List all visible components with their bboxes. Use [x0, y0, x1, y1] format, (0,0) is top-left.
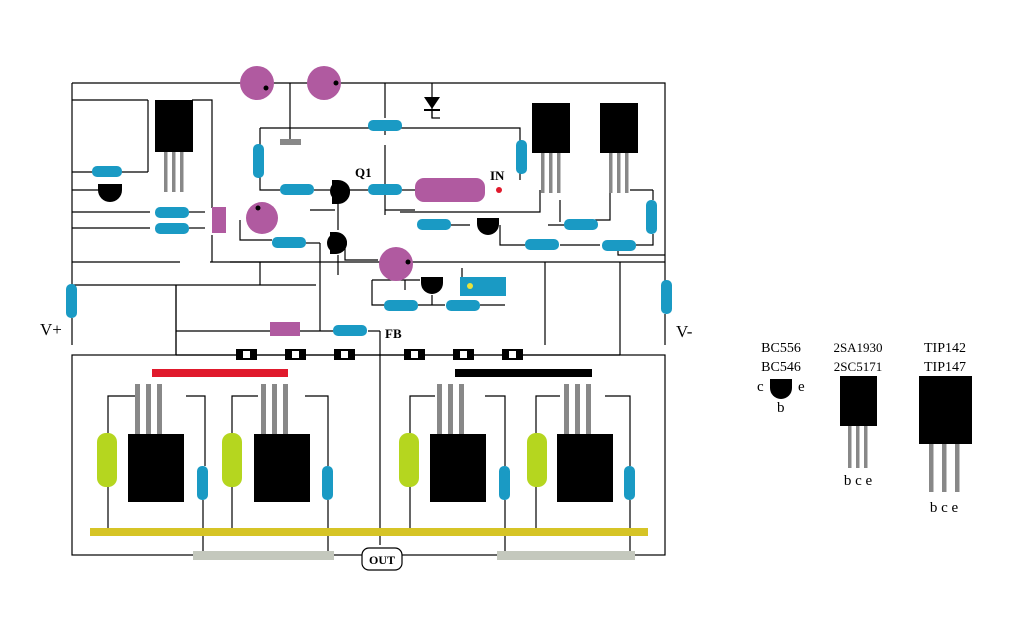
- q1-transistor-body: [330, 181, 350, 201]
- resistor: [661, 280, 672, 314]
- resistor: [197, 466, 208, 500]
- to126-icon: [840, 376, 877, 426]
- resistor: [92, 166, 122, 177]
- legend-small-transistor: BC556 BC546 c e b: [757, 341, 805, 416]
- output-rail-gray-left: [193, 551, 334, 560]
- legend-medium-transistor: 2SA1930 2SC5171 b c e: [833, 340, 882, 489]
- trimmer: [240, 66, 274, 100]
- to247-icon: [919, 376, 972, 444]
- resistor: [564, 219, 598, 230]
- small-transistor: [477, 218, 499, 235]
- capacitor: [222, 433, 242, 487]
- legend-pin-e: e: [798, 379, 805, 395]
- driver-transistor-left: [155, 100, 193, 192]
- label-v-plus: V+: [40, 320, 62, 339]
- output-transistor: [557, 384, 613, 502]
- capacitor: [527, 433, 547, 487]
- resistor: [322, 466, 333, 500]
- legend-part-bc556: BC556: [761, 341, 801, 356]
- resistor: [155, 223, 189, 234]
- resistor: [624, 466, 635, 500]
- in-terminal-dot: [496, 187, 502, 193]
- legend-pins-large: b c e: [930, 500, 959, 516]
- resistor: [253, 144, 264, 178]
- resistor: [155, 207, 189, 218]
- out-terminal: OUT: [361, 547, 403, 571]
- fuse: [334, 349, 355, 360]
- legend-pins-medium: b c e: [844, 473, 873, 489]
- capacitor: [399, 433, 419, 487]
- output-transistor: [128, 384, 184, 502]
- legend-part-tip142: TIP142: [924, 341, 966, 356]
- capacitors: [97, 433, 547, 487]
- resistor: [525, 239, 559, 250]
- driver-transistor-right: [600, 103, 638, 193]
- resistor: [499, 466, 510, 500]
- emitter-resistors: [197, 466, 635, 500]
- label-v-minus: V-: [676, 322, 693, 341]
- resistor: [280, 184, 314, 195]
- output-rail-gray-right: [497, 551, 635, 560]
- small-transistor: [421, 277, 443, 294]
- output-transistor: [430, 384, 486, 502]
- fuse: [502, 349, 523, 360]
- resistor: [384, 300, 418, 311]
- resistor: [368, 184, 402, 195]
- resistor: [272, 237, 306, 248]
- legend-part-2sc5171: 2SC5171: [834, 359, 882, 374]
- resistor: [646, 200, 657, 234]
- legend-part-2sa1930: 2SA1930: [833, 340, 882, 355]
- resistor: [333, 325, 367, 336]
- resistor-purple-large: [415, 178, 485, 202]
- diode-icon: [424, 97, 440, 119]
- driver-transistor-mid: [532, 103, 570, 193]
- label-in: IN: [490, 168, 505, 183]
- to92-icon: [770, 379, 792, 399]
- resistors: [66, 120, 672, 336]
- fuse: [236, 349, 257, 360]
- small-transistor: [98, 184, 122, 202]
- fuse: [404, 349, 425, 360]
- label-q1: Q1: [355, 165, 372, 180]
- legend-large-transistor: TIP142 TIP147 b c e: [919, 341, 972, 516]
- trimmers: [240, 66, 413, 281]
- legend-pin-b: b: [777, 400, 785, 416]
- resistor: [446, 300, 480, 311]
- heatsink-bar-red: [152, 369, 288, 377]
- trimmer: [246, 202, 278, 234]
- resistor: [417, 219, 451, 230]
- capacitor: [97, 433, 117, 487]
- pad: [280, 139, 301, 145]
- fuses: [236, 349, 523, 360]
- fuse: [453, 349, 474, 360]
- heatsink-bar-black: [455, 369, 592, 377]
- label-out: OUT: [369, 553, 395, 567]
- output-transistor: [254, 384, 310, 502]
- ground-rail-yellow: [90, 528, 648, 536]
- legend-part-bc546: BC546: [761, 360, 801, 375]
- label-fb: FB: [385, 326, 402, 341]
- legend-part-tip147: TIP147: [924, 360, 966, 375]
- fuse: [285, 349, 306, 360]
- resistor: [66, 284, 77, 318]
- resistor-purple: [212, 207, 226, 233]
- trimmer: [379, 247, 413, 281]
- resistor: [368, 120, 402, 131]
- resistor-purple: [270, 322, 300, 336]
- trimmer: [307, 66, 341, 100]
- purple-resistors: [212, 178, 485, 336]
- resistor: [516, 140, 527, 174]
- q-transistor-body: [327, 233, 347, 253]
- resistor: [602, 240, 636, 251]
- led-module: [460, 277, 506, 296]
- legend-pin-c: c: [757, 379, 764, 395]
